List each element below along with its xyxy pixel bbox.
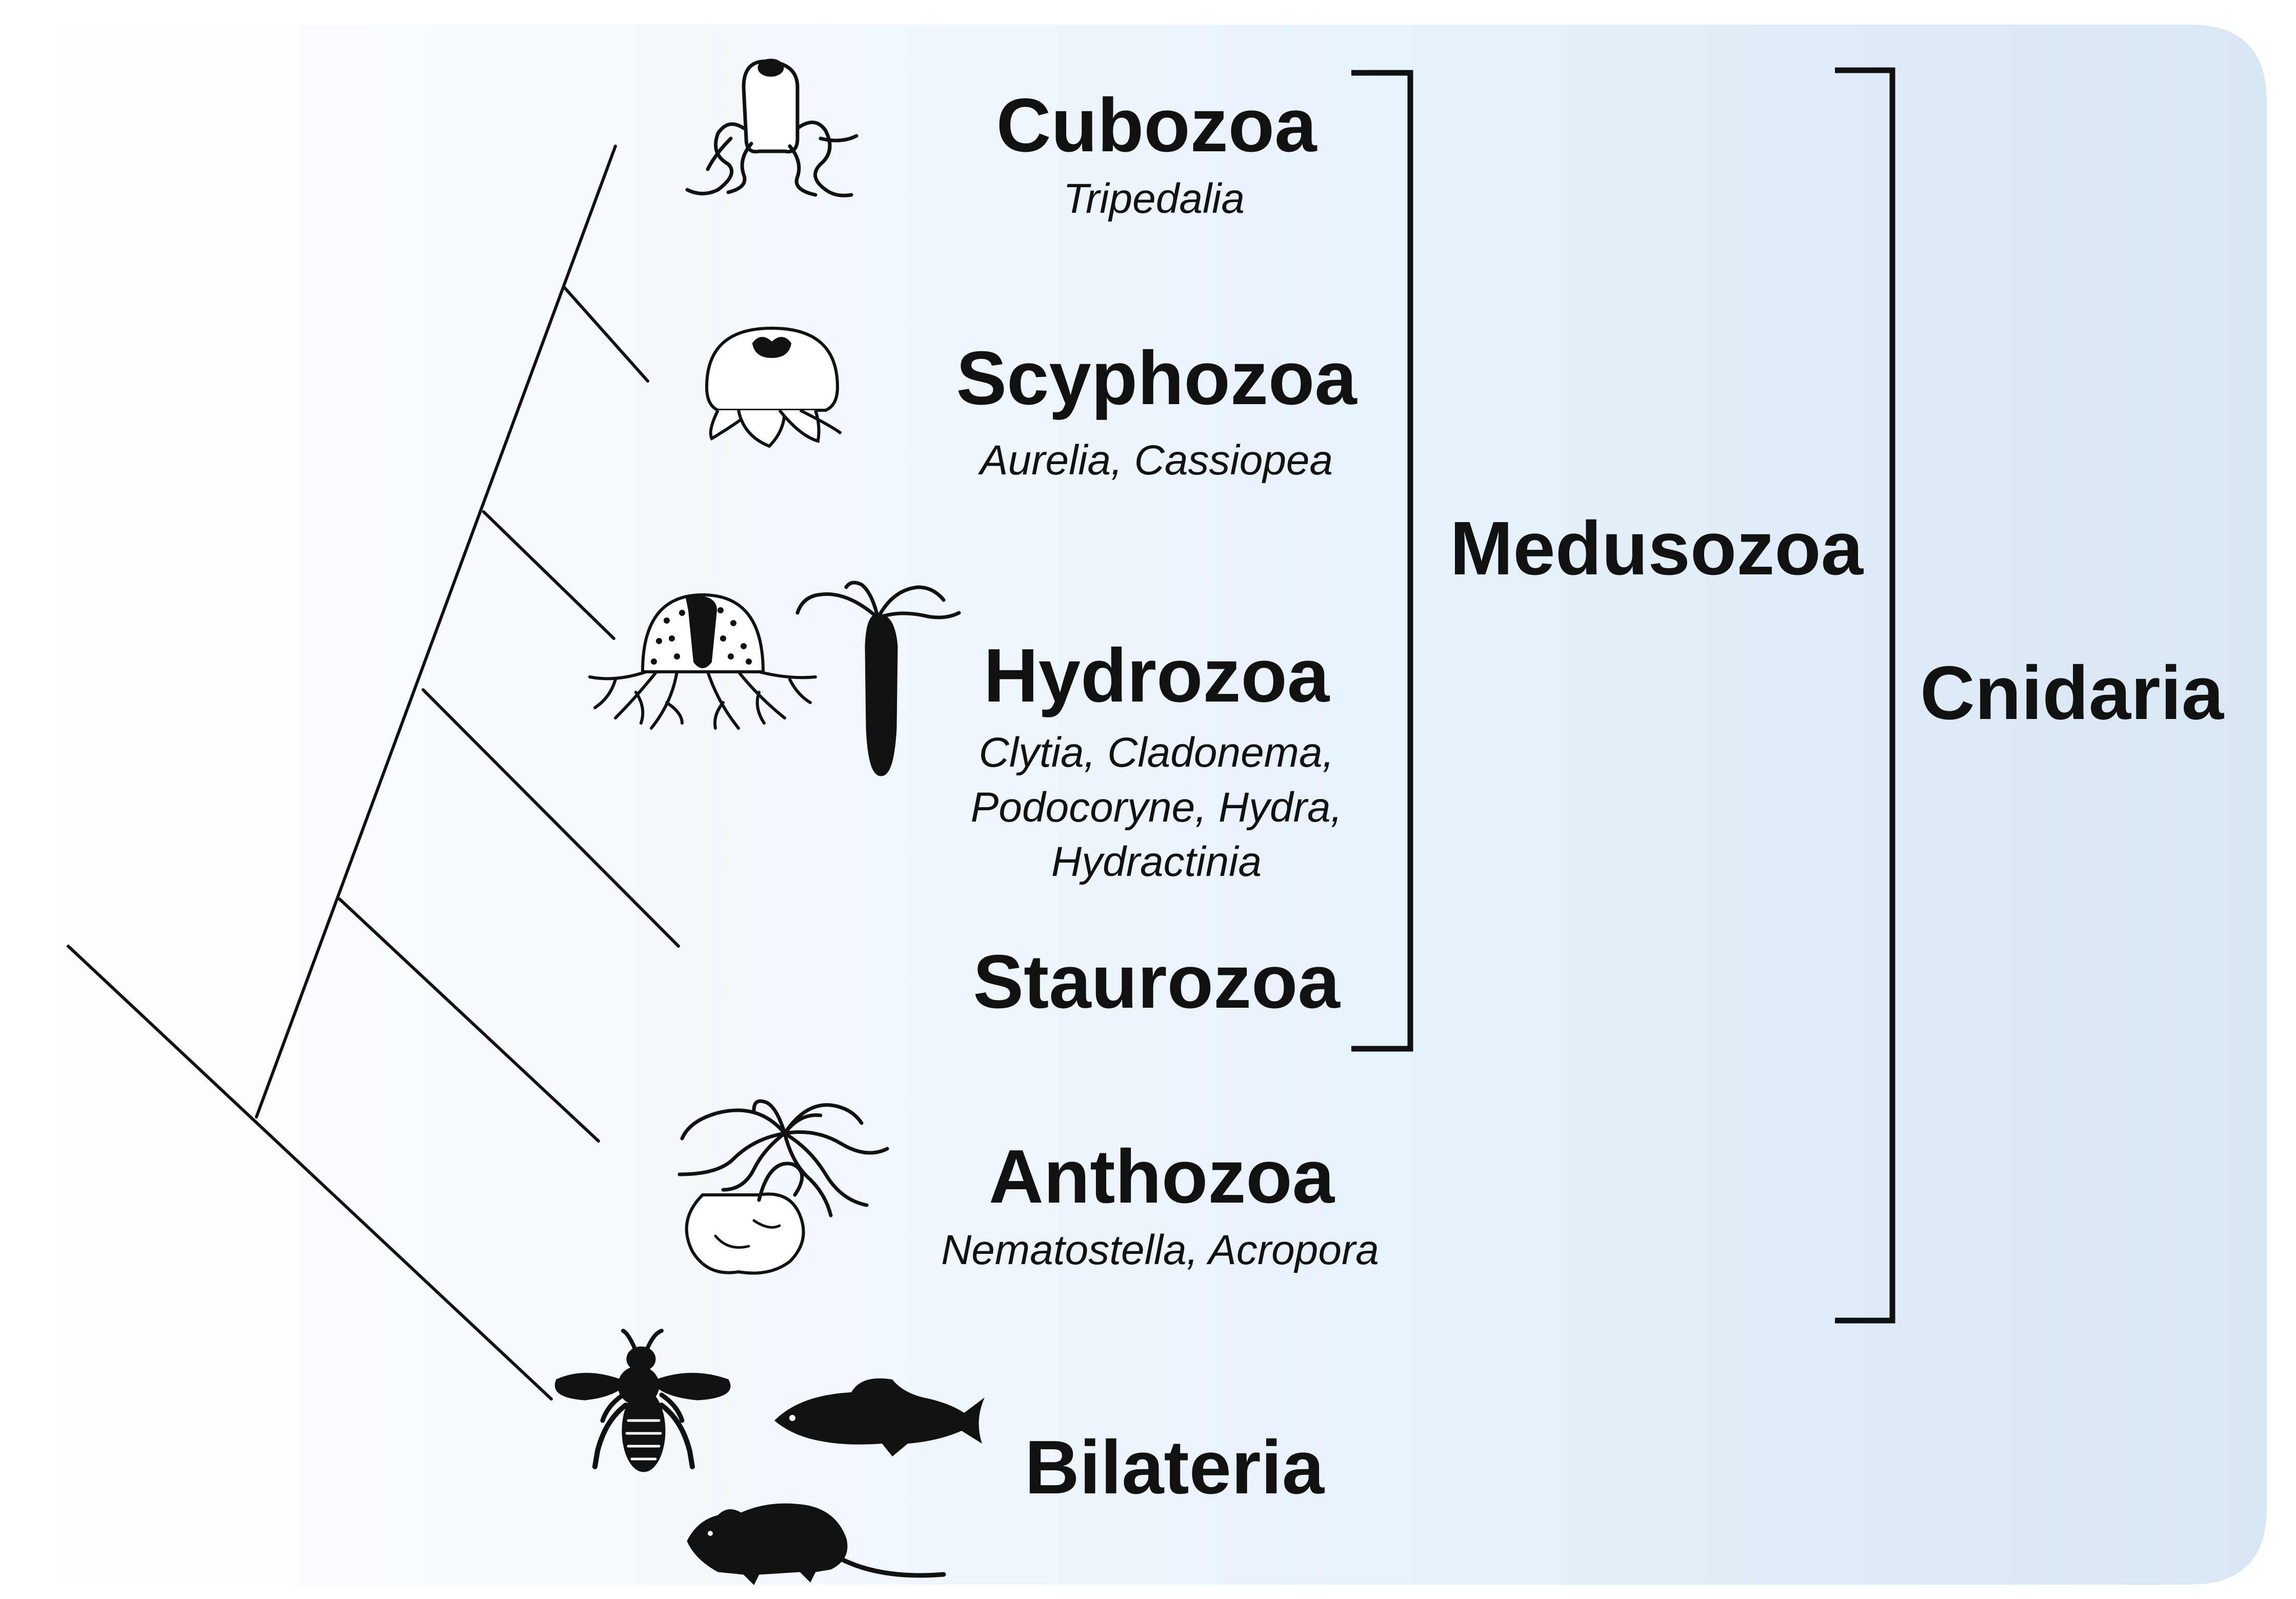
- label-scyphozoa: Scyphozoa: [956, 336, 1357, 421]
- label-staurozoa: Staurozoa: [973, 940, 1341, 1024]
- moon-jellyfish-icon: [705, 326, 842, 448]
- sea-anemone-icon: [677, 1099, 889, 1275]
- bracket-cnidaria: [1835, 67, 1895, 1324]
- mouse-icon: [687, 1503, 946, 1585]
- genus-hydrozoa-line1: Clytia, Cladonema,: [979, 729, 1334, 776]
- fish-icon: [774, 1378, 985, 1456]
- branch-cubozoa: [563, 286, 649, 383]
- label-medusozoa: Medusozoa: [1450, 506, 1864, 591]
- hydromedusa-icon: [588, 593, 817, 730]
- phylogenetic-tree: [67, 145, 680, 1401]
- genus-anthozoa: Nematostella, Acropora: [941, 1227, 1379, 1273]
- genus-cubozoa: Tripedalia: [1063, 175, 1245, 222]
- bracket-medusozoa: [1351, 70, 1413, 1052]
- label-cubozoa: Cubozoa: [996, 83, 1317, 168]
- branch-hydrozoa: [482, 510, 615, 640]
- branch-staurozoa: [422, 688, 680, 948]
- tree-root-branch: [67, 945, 553, 1401]
- genus-scyphozoa: Aurelia, Cassiopea: [977, 437, 1333, 484]
- tree-spine: [255, 145, 617, 1118]
- genus-hydrozoa-line2: Podocoryne, Hydra,: [971, 784, 1343, 831]
- genus-hydrozoa-line3: Hydractinia: [1051, 838, 1262, 885]
- branch-anthozoa: [338, 897, 600, 1143]
- background-panel: [0, 25, 2267, 1585]
- label-bilateria: Bilateria: [1025, 1425, 1325, 1510]
- bee-icon: [554, 1329, 731, 1472]
- label-hydrozoa: Hydrozoa: [984, 633, 1330, 718]
- box-jellyfish-icon: [685, 58, 858, 197]
- label-anthozoa: Anthozoa: [989, 1134, 1335, 1219]
- hydra-polyp-icon: [795, 581, 961, 776]
- label-cnidaria: Cnidaria: [1920, 651, 2225, 735]
